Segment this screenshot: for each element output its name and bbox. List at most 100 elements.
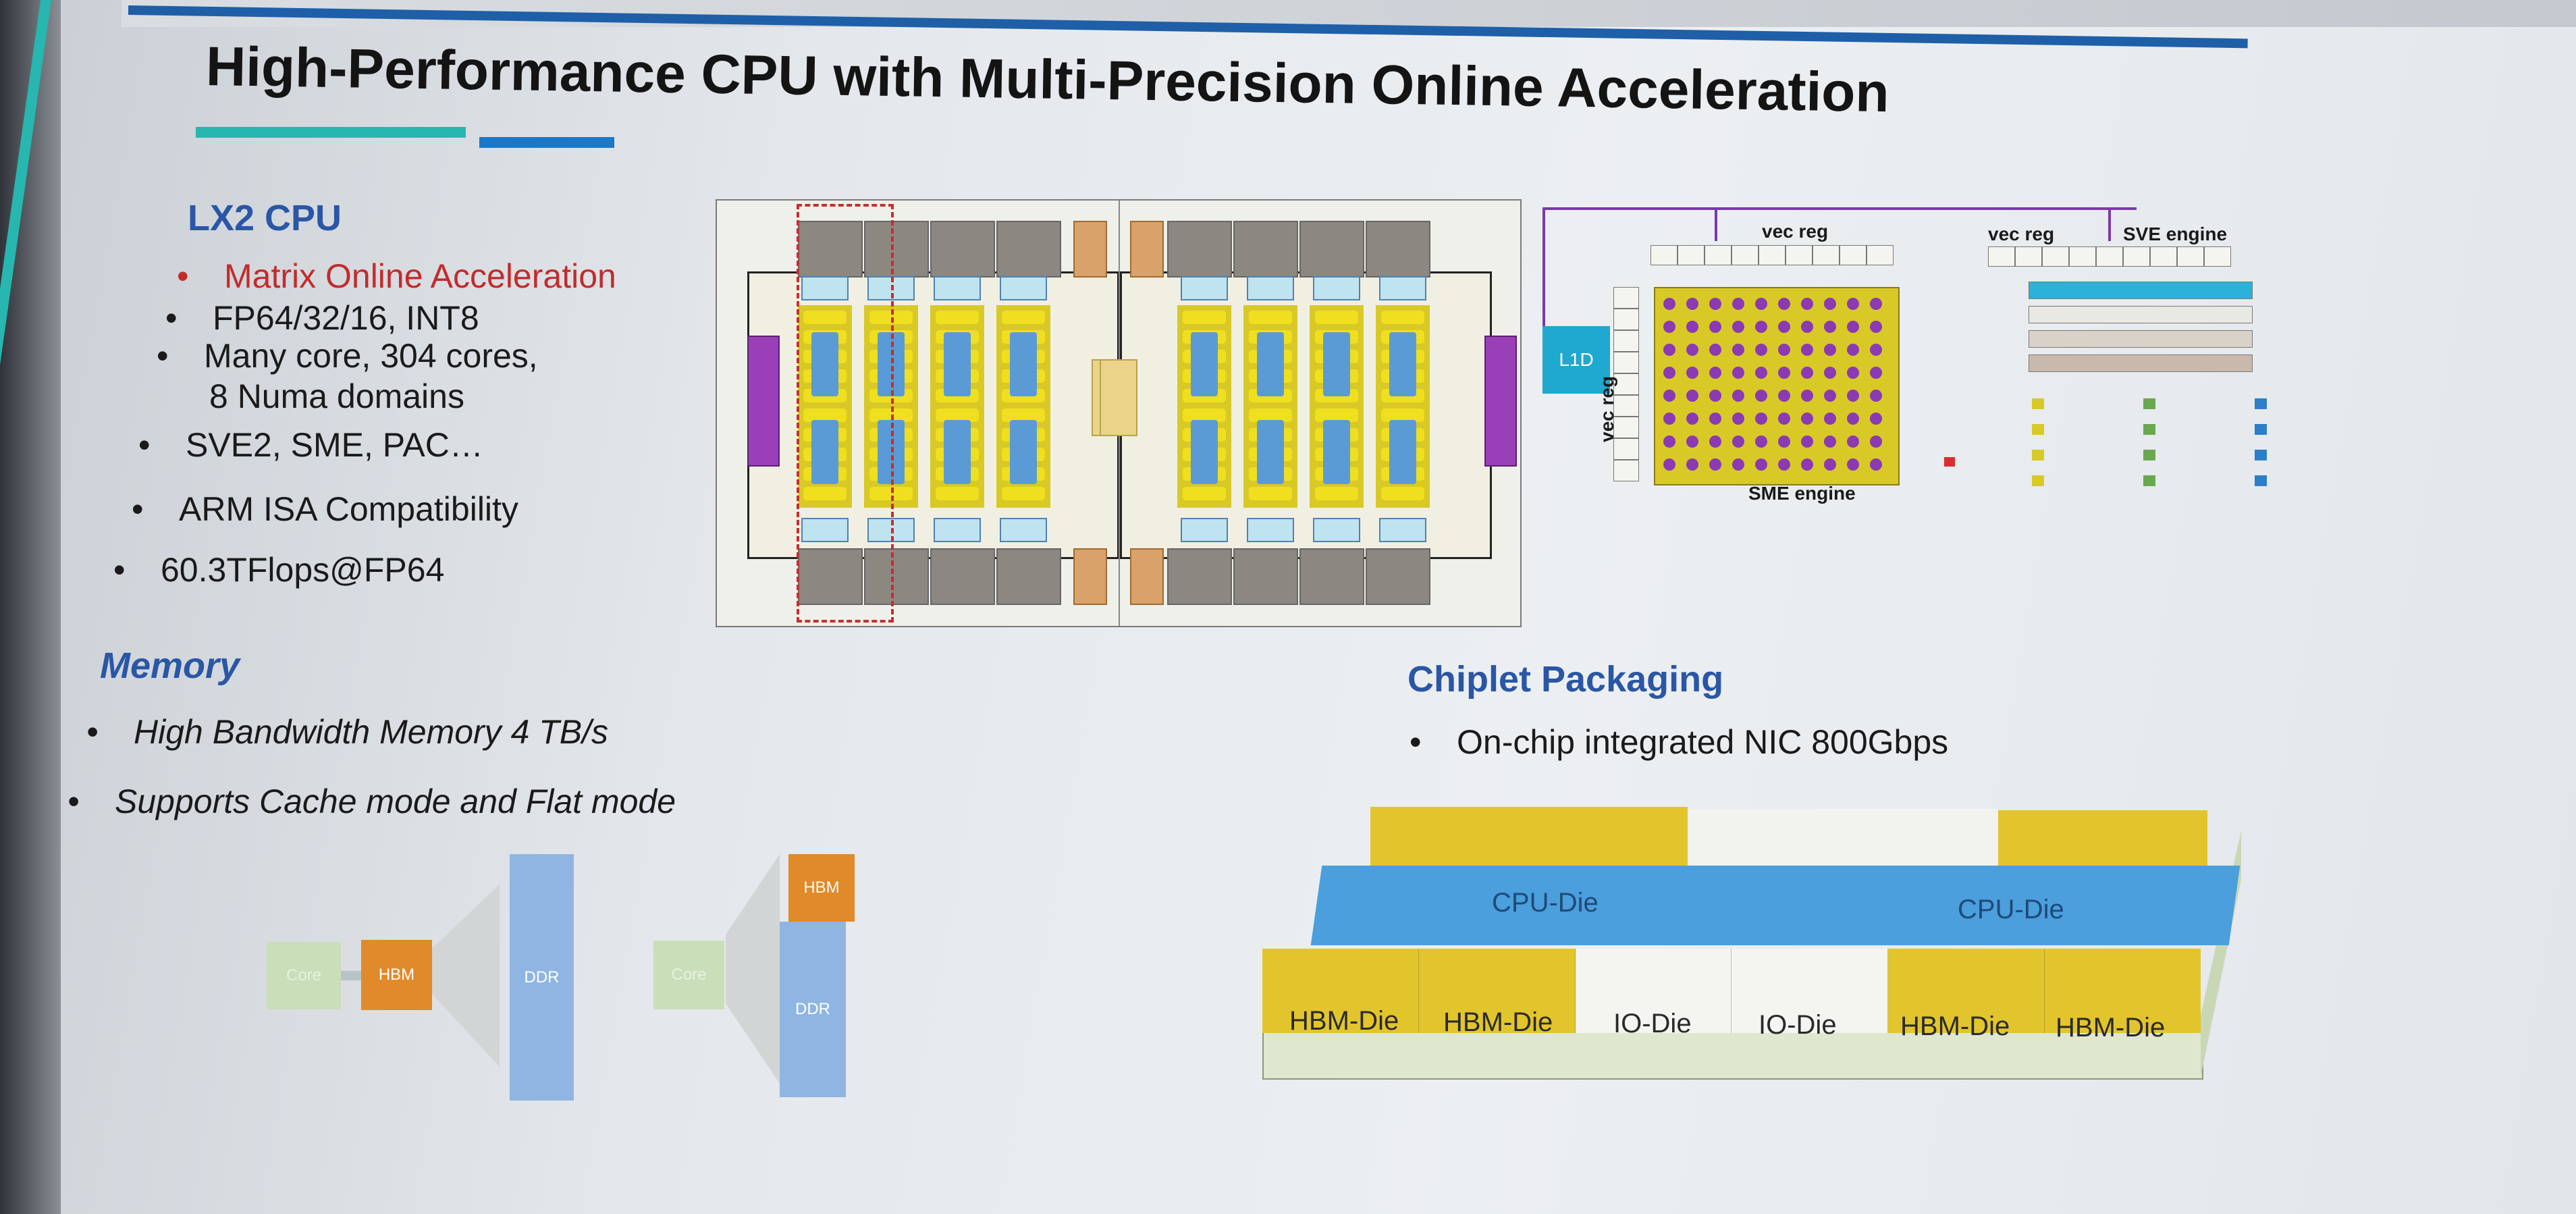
- sme-mac-unit: [1709, 390, 1721, 402]
- sme-mac-unit: [1847, 344, 1859, 356]
- interconnect-bridge: [1100, 359, 1137, 436]
- sve-bar: [2029, 282, 2253, 299]
- ddr-box: DDR: [510, 854, 574, 1101]
- hbm-stack: [1366, 221, 1430, 278]
- sme-mac-unit: [1732, 413, 1744, 425]
- vec-reg-cell: [1732, 245, 1759, 265]
- sme-mac-unit: [1801, 367, 1813, 379]
- lx2-bullet-2: •FP64/32/16, INT8: [165, 299, 479, 337]
- red-marker: [1944, 457, 1955, 467]
- core-cell: [936, 311, 979, 324]
- die-label: HBM-Die: [1443, 1007, 1553, 1037]
- core-cache: [1191, 332, 1218, 396]
- legend-swatch: [2032, 450, 2044, 460]
- sme-mac-unit: [1732, 344, 1744, 356]
- sme-mac-unit: [1686, 321, 1698, 333]
- sve-bar: [2029, 306, 2253, 323]
- sme-mac-unit: [1686, 436, 1698, 448]
- vec-reg-right: [1988, 246, 2231, 267]
- lx2-bullet-3: •Many core, 304 cores,: [157, 337, 538, 375]
- sve-engine-label: SVE engine: [2123, 223, 2228, 244]
- vec-reg-left-label: vec reg: [1596, 375, 1617, 442]
- hbm-stack: [1233, 221, 1298, 278]
- vec-reg-cell: [2204, 246, 2231, 267]
- sme-mac-unit: [1801, 298, 1813, 310]
- sme-mac-unit: [1801, 413, 1813, 425]
- cache-box: [1313, 518, 1360, 542]
- sme-matrix-grid: [1654, 287, 1900, 485]
- core-cell: [1002, 487, 1045, 500]
- sme-mac-unit: [1778, 458, 1790, 471]
- sme-mac-unit: [1709, 321, 1721, 333]
- sme-mac-unit: [1755, 390, 1767, 402]
- sme-mac-unit: [1801, 321, 1813, 333]
- sme-mac-unit: [1801, 458, 1813, 471]
- core-cache: [1323, 420, 1350, 484]
- sme-mac-unit: [1663, 436, 1675, 448]
- chiplet-bullet-1: •On-chip integrated NIC 800Gbps: [1410, 723, 1949, 761]
- core-cell: [803, 311, 847, 324]
- vec-reg-cell: [1705, 245, 1732, 265]
- data-path: [2108, 207, 2111, 241]
- vec-reg-top-label: vec reg: [1762, 221, 1829, 242]
- hbm-box: HBM: [788, 854, 855, 922]
- cache-box: [1313, 276, 1360, 300]
- sme-mac-unit: [1824, 436, 1836, 448]
- title-underline-teal: [196, 127, 466, 138]
- sme-mac-unit: [1732, 298, 1744, 310]
- core-box: Core: [653, 941, 724, 1009]
- hbm-stack: [996, 548, 1061, 605]
- sme-mac-unit: [1663, 390, 1675, 402]
- core-cell: [1249, 408, 1292, 422]
- cpu-die-label: CPU-Die: [1492, 888, 1599, 918]
- cache-box: [1379, 276, 1426, 300]
- sve-bar: [2029, 330, 2253, 348]
- cpu-die-diagram: [716, 199, 1522, 627]
- title-underline-blue: [479, 137, 614, 148]
- vec-reg-cell: [2150, 246, 2177, 267]
- core-cell: [1381, 311, 1424, 324]
- l1d-cache: L1D: [1542, 326, 1610, 394]
- core-column: [1310, 305, 1364, 508]
- sme-mac-unit: [1824, 458, 1836, 471]
- sme-mac-unit: [1663, 367, 1675, 379]
- chiplet-package-diagram: CPU-Die CPU-Die HBM-Die HBM-Die IO-Die I…: [1262, 803, 2315, 1094]
- core-cache: [1257, 332, 1284, 396]
- sme-mac-unit: [1732, 367, 1744, 379]
- sme-mac-unit: [1824, 344, 1836, 356]
- memory-heading: Memory: [100, 645, 240, 686]
- numa-domain-outline: [797, 204, 894, 623]
- sme-mac-unit: [1709, 344, 1721, 356]
- back-die: [1370, 807, 1688, 868]
- slide-title: High-Performance CPU with Multi-Precisio…: [205, 36, 1890, 124]
- hbm-stack: [1167, 548, 1232, 605]
- sme-mac-unit: [1847, 436, 1859, 448]
- io-block: [1073, 221, 1107, 278]
- sme-mac-unit: [1663, 413, 1675, 425]
- sme-mac-unit: [1870, 344, 1882, 356]
- core-cache: [1010, 420, 1037, 484]
- legend-swatch: [2032, 424, 2044, 435]
- sme-mac-unit: [1732, 321, 1744, 333]
- core-column: [996, 305, 1050, 508]
- cpu-die-left: [717, 201, 1129, 626]
- sme-mac-unit: [1778, 321, 1790, 333]
- sme-mac-unit: [1870, 321, 1882, 333]
- sme-mac-unit: [1686, 458, 1698, 471]
- sme-mac-unit: [1870, 298, 1882, 310]
- sme-mac-unit: [1709, 367, 1721, 379]
- sme-mac-unit: [1663, 321, 1675, 333]
- sme-mac-unit: [1732, 436, 1744, 448]
- core-column: [1177, 305, 1231, 508]
- vec-reg-cell: [1840, 245, 1867, 265]
- lx2-heading: LX2 CPU: [188, 198, 342, 238]
- core-cell: [1315, 487, 1358, 500]
- sme-mac-unit: [1732, 458, 1744, 471]
- core-cell: [1002, 408, 1045, 422]
- front-die-row: [1262, 949, 2201, 1033]
- sme-mac-unit: [1663, 298, 1675, 310]
- hbm-die: [1262, 949, 1419, 1033]
- hbm-die: [2045, 949, 2201, 1033]
- legend-swatch: [2255, 475, 2267, 486]
- sme-mac-unit: [1778, 344, 1790, 356]
